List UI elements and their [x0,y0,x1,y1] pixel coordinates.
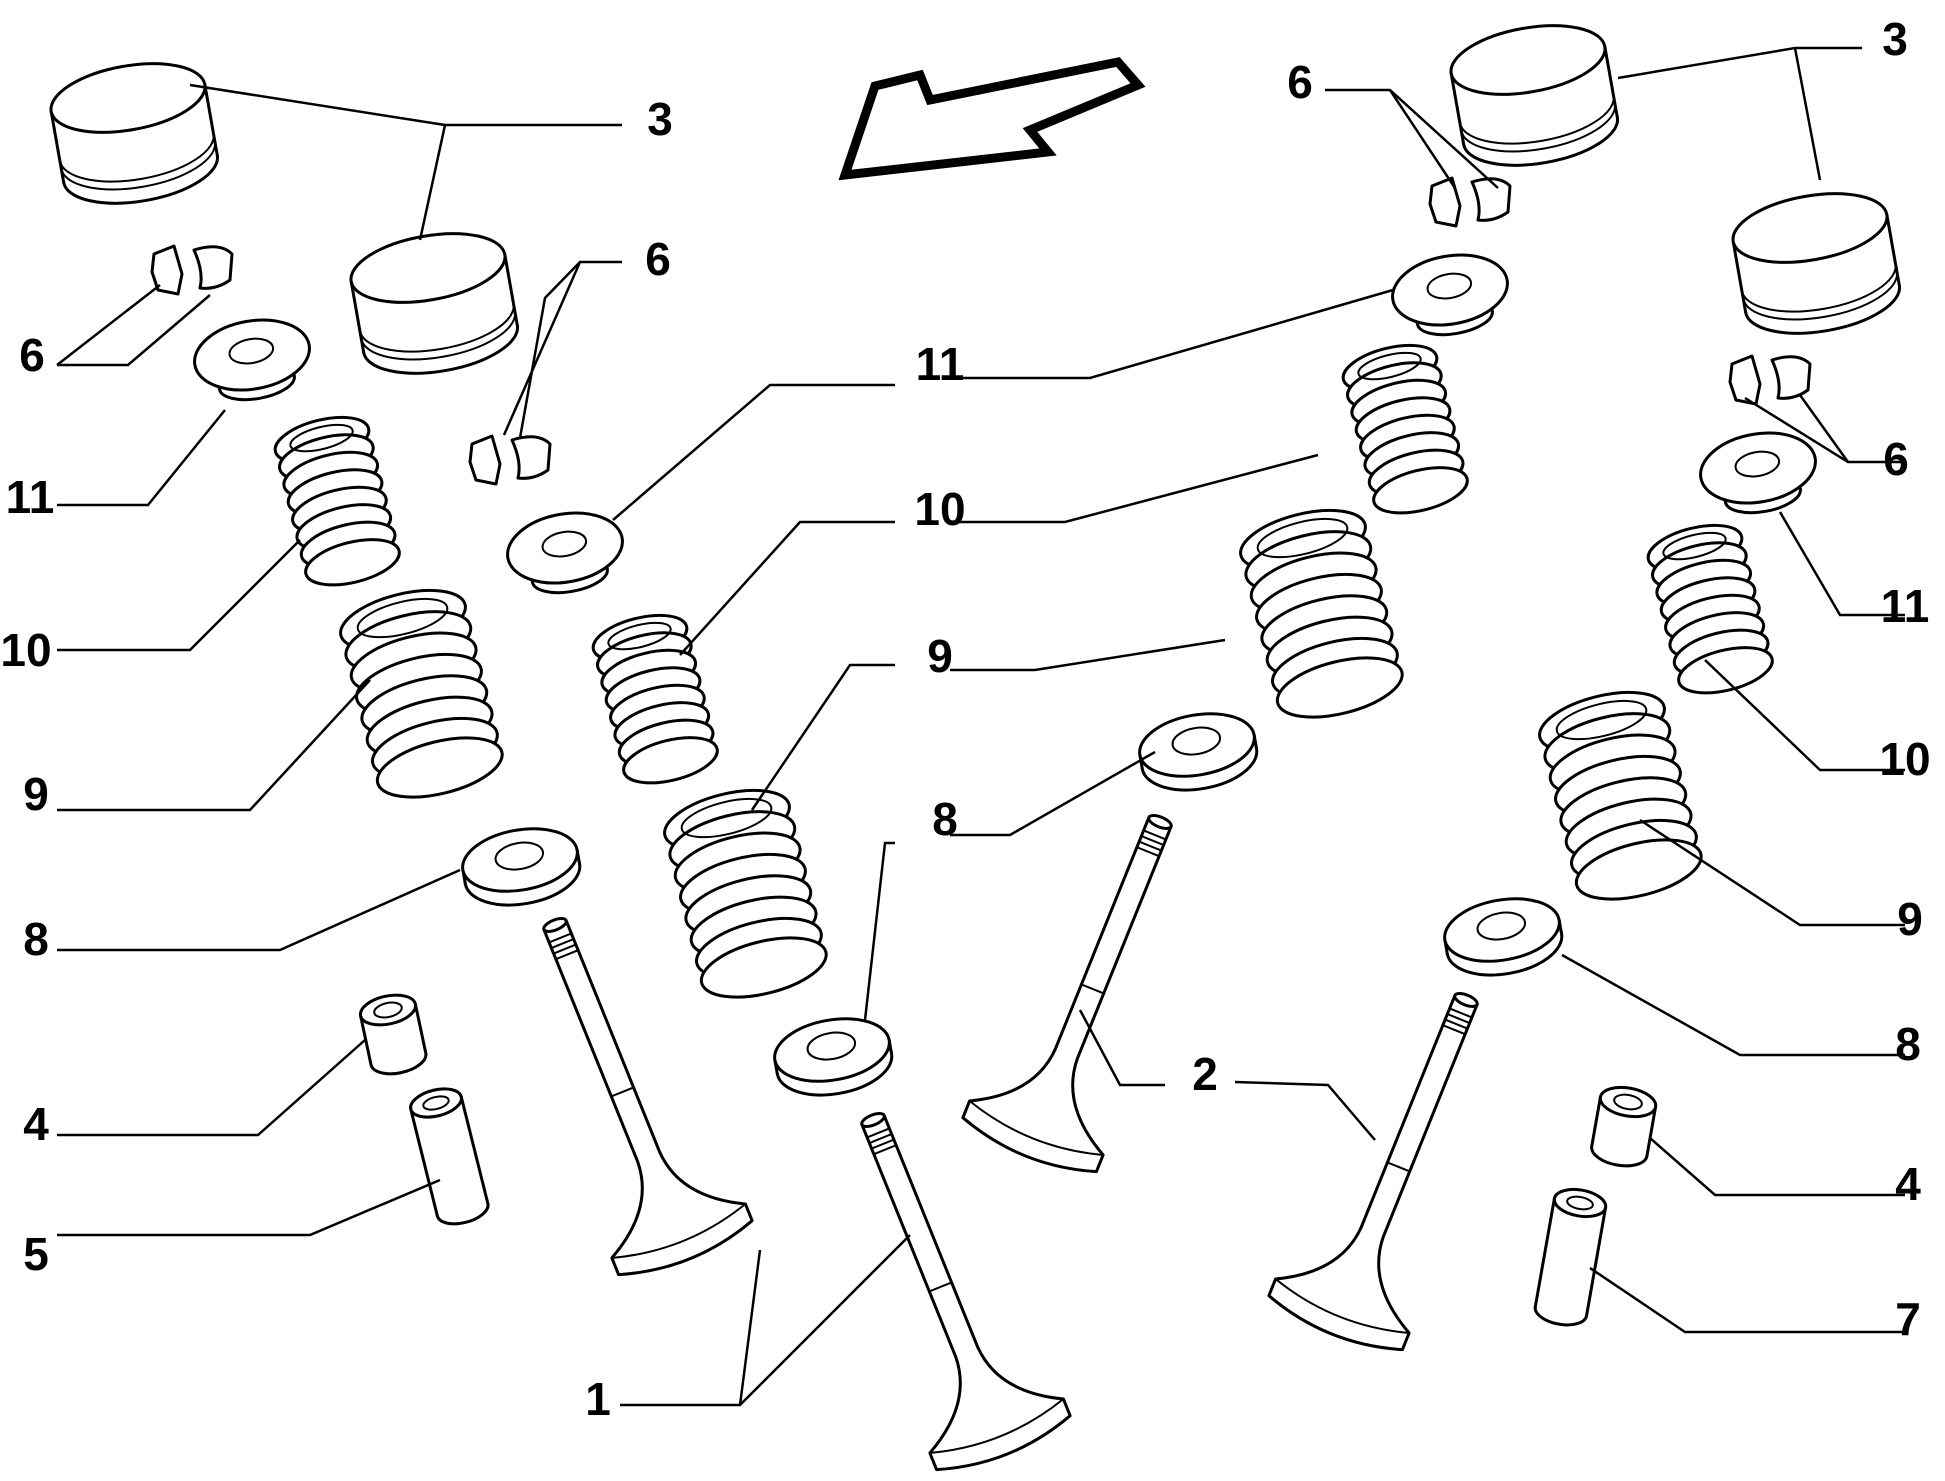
callout-10-b: 10 [914,483,965,535]
inner-spring-a1 [269,407,406,595]
callout-11-b: 11 [916,338,965,390]
callout-8-d: 8 [1895,1018,1921,1070]
callout-2-c: 2 [1192,1048,1218,1100]
spring-seat-a2 [768,1008,899,1105]
outer-spring-c [1233,497,1410,730]
callout-6-c: 6 [1287,56,1313,108]
callout-10-d: 10 [1879,733,1930,785]
valve-seal-d [1587,1081,1660,1172]
outer-spring-d [1532,679,1709,912]
callout-labels: 3 6 11 10 9 8 4 5 1 6 11 10 9 8 3 6 6 11… [0,13,1930,1425]
tappet-c1 [1444,13,1625,178]
callout-6-b: 6 [645,233,671,285]
retainer-a2 [500,502,632,603]
keeper-c [1428,176,1512,228]
spring-seat-d [1438,888,1569,985]
outer-spring-a2 [657,777,834,1010]
callout-3-a: 3 [647,93,673,145]
retainer-d [1693,422,1825,523]
tappet-a1 [44,51,225,216]
valve-seal-a [356,988,431,1080]
valve-c [956,788,1231,1185]
valve-guide-a [406,1082,493,1231]
valve-guide-d [1531,1184,1610,1331]
assembly-a [44,51,1077,1481]
inner-spring-a2 [587,605,724,793]
retainer-a1 [187,309,319,410]
outer-spring-a1 [333,577,510,810]
callout-11-d: 11 [1881,580,1930,632]
tappet-a2 [344,221,525,386]
callout-9-a: 9 [23,768,49,820]
callout-6-d: 6 [1883,433,1909,485]
keeper-d [1728,354,1812,406]
callout-7-d: 7 [1895,1293,1921,1345]
callout-3-c: 3 [1882,13,1908,65]
callout-1-a: 1 [585,1373,611,1425]
callout-4-a: 4 [23,1098,49,1150]
direction-arrow-icon [838,57,1146,181]
callout-8-b: 8 [932,793,958,845]
callout-4-d: 4 [1895,1158,1921,1210]
keeper-a2 [468,434,552,486]
retainer-c [1385,244,1517,345]
valve-d [1262,966,1537,1363]
callout-5-a: 5 [23,1228,49,1280]
keeper-a1 [150,244,234,296]
callout-6-a: 6 [19,329,45,381]
callout-8-a: 8 [23,913,49,965]
assembly-c [956,13,1907,1363]
leader-lines [56,46,1905,1407]
inner-spring-c [1337,335,1474,523]
callout-11-a: 11 [6,471,55,523]
spring-seat-a1 [456,818,587,915]
tappet-c2 [1726,181,1907,346]
inner-spring-d [1642,515,1779,703]
callout-9-d: 9 [1897,893,1923,945]
callout-10-a: 10 [0,624,51,676]
callout-9-b: 9 [927,630,953,682]
